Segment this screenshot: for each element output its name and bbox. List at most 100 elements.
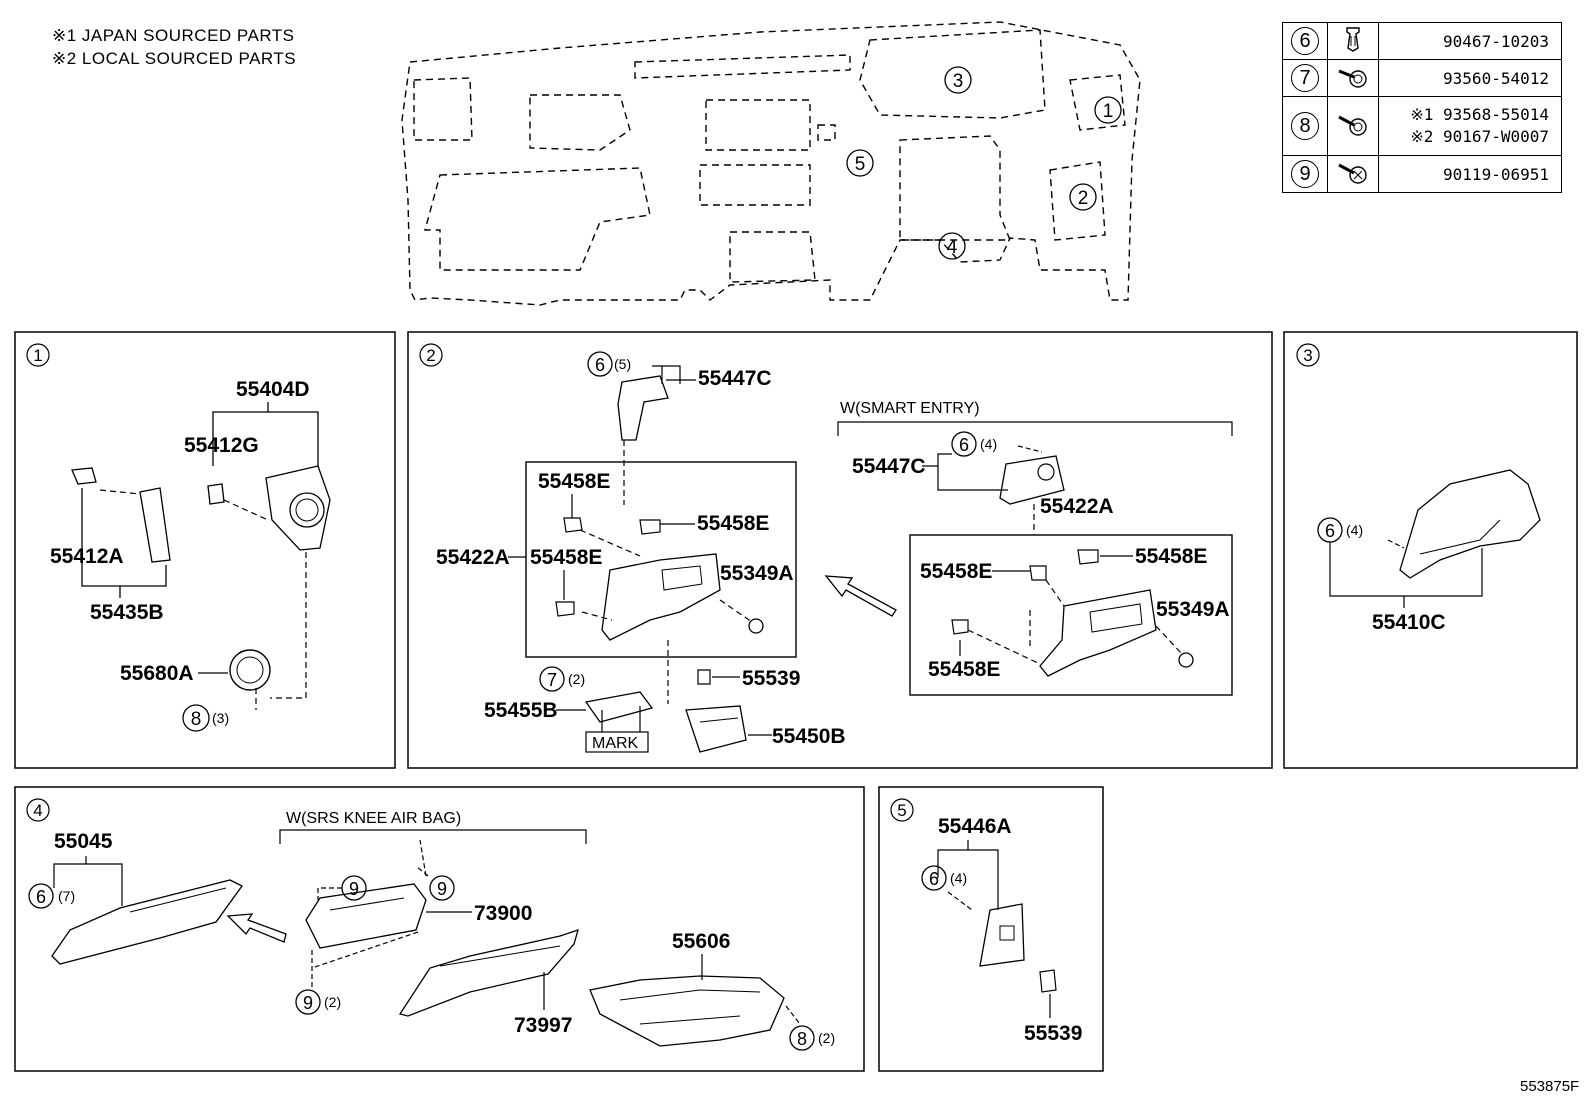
panel-55404d	[265, 465, 331, 551]
zone-marker	[846, 149, 874, 177]
zone-number: 4	[947, 237, 958, 258]
panel-number: 4	[33, 801, 42, 820]
panel-3: 3 6 (4) 55410C	[1296, 343, 1541, 634]
part-label-55446a: 55446A	[938, 815, 1012, 838]
part-label-55539: 55539	[1024, 1022, 1082, 1045]
callout-number: 6	[595, 355, 605, 375]
callout-marker	[587, 351, 613, 377]
defroster-strip	[634, 54, 851, 79]
part-label-55539: 55539	[742, 667, 800, 690]
panel-1: 1 55404D 55412G 55412A 55435B 55680A 8 (…	[26, 343, 331, 732]
callout-number: 6	[959, 435, 969, 455]
callout-marker	[28, 883, 54, 909]
part-label-73900: 73900	[474, 902, 532, 925]
dashboard-overview	[401, 21, 1141, 306]
glovebox-area	[424, 167, 651, 271]
part-label-55412g: 55412G	[184, 434, 259, 457]
callout-number: 8	[797, 1029, 807, 1049]
leader-line	[1329, 542, 1483, 608]
assembly-line	[1387, 539, 1405, 549]
callout-marker	[429, 875, 455, 901]
callout-number: 9	[349, 879, 359, 899]
bezel-55447c	[999, 455, 1065, 505]
sourcing-notes: ※1 JAPAN SOURCED PARTS ※2 LOCAL SOURCED …	[52, 24, 296, 70]
assembly-line	[579, 529, 753, 623]
callout-qty: (2)	[568, 671, 585, 687]
callout-marker	[951, 431, 977, 457]
caption-bracket	[279, 829, 587, 844]
fastener-part-numbers: ※1 93568-55014 ※2 90167-W0007	[1378, 96, 1562, 156]
zone-number: 3	[953, 71, 964, 92]
switch-openings	[1089, 603, 1143, 633]
caption-knee-airbag: W(SRS KNEE AIR BAG)	[286, 810, 461, 827]
part-label-55450b: 55450B	[772, 725, 846, 748]
clip-55539	[1039, 969, 1057, 993]
clip-55412g	[207, 483, 225, 505]
panel-1-frame	[14, 331, 396, 769]
zone-number: 1	[1103, 101, 1114, 122]
callout-qty: (4)	[980, 436, 997, 452]
callout-qty: (2)	[324, 994, 341, 1010]
dashboard-outline	[401, 21, 1141, 306]
callout-marker	[921, 865, 947, 891]
subassembly-box	[909, 534, 1233, 696]
zone-marker	[1094, 96, 1122, 124]
vent-right	[1069, 74, 1126, 131]
cluster-hood	[859, 29, 1046, 119]
assembly-line	[785, 1005, 801, 1025]
panel-marker	[890, 798, 914, 822]
note-local: ※2 LOCAL SOURCED PARTS	[52, 49, 297, 68]
fastener-table: 6 90467-10203 7 93560-54012 8 ※1 93568-5…	[1282, 22, 1562, 193]
panel-2: 2 6 (5) 55447C 55458E 55458E 55422A 5545…	[419, 343, 1233, 753]
clip-55412a	[71, 467, 97, 485]
fastener-part-number-japan: ※1 93568-55014	[1410, 105, 1549, 124]
callout-number: 8	[191, 709, 202, 730]
fastener-part-number-local: ※2 90167-W0007	[1410, 127, 1549, 146]
callout-marker	[295, 989, 321, 1015]
part-label-55458e: 55458E	[697, 512, 769, 535]
callout-number: 6	[1325, 521, 1335, 541]
part-label-55447c: 55447C	[698, 367, 772, 390]
panel-2-frame	[407, 331, 1273, 769]
lower-panel-55045	[51, 879, 243, 965]
clip-55349a	[1178, 652, 1194, 668]
overview-zone-labels: 1 2 3 4 5	[846, 66, 1122, 260]
assembly-line	[947, 891, 973, 911]
callout-number: 6	[36, 887, 46, 907]
fastener-part-number: 90119-06951	[1378, 155, 1562, 193]
vent-left	[413, 77, 473, 141]
assembly-line	[1017, 445, 1043, 453]
knee-panel-73997	[398, 928, 579, 1017]
part-label-55458e: 55458E	[920, 560, 992, 583]
part-label-55447c: 55447C	[852, 455, 926, 478]
leader-line	[922, 453, 1008, 491]
leader-line	[601, 706, 641, 732]
airbag-73900	[305, 883, 427, 949]
hazard-switch	[817, 124, 836, 141]
part-label-55606: 55606	[672, 930, 730, 953]
reinforcement-55606	[589, 975, 785, 1047]
cover-55455b	[584, 691, 654, 723]
part-label-55422a: 55422A	[436, 546, 510, 569]
part-label-73997: 73997	[514, 1014, 572, 1037]
vent-ring	[289, 492, 325, 528]
tray-55450b	[685, 705, 747, 753]
ref-number: 6	[1291, 27, 1319, 55]
assembly-line	[99, 489, 307, 710]
leader-line	[652, 365, 681, 384]
caption-smart-entry: W(SMART ENTRY)	[840, 400, 980, 417]
assembly-line	[311, 931, 419, 990]
switch-opening	[999, 925, 1015, 941]
fastener-row: 8 ※1 93568-55014 ※2 90167-W0007	[1282, 96, 1562, 156]
clip-55458e	[1029, 565, 1047, 581]
part-label-55680a: 55680A	[120, 662, 194, 685]
ref-number: 9	[1291, 160, 1319, 188]
fastener-row: 7 93560-54012	[1282, 59, 1562, 97]
vent-center-left	[529, 94, 631, 151]
clip-55458e	[951, 619, 969, 635]
mark-label: MARK	[592, 735, 639, 752]
part-label-55404d: 55404D	[236, 378, 310, 401]
callout-qty: (7)	[58, 888, 75, 904]
callout-number: 9	[437, 879, 447, 899]
panel-edge	[439, 945, 561, 967]
